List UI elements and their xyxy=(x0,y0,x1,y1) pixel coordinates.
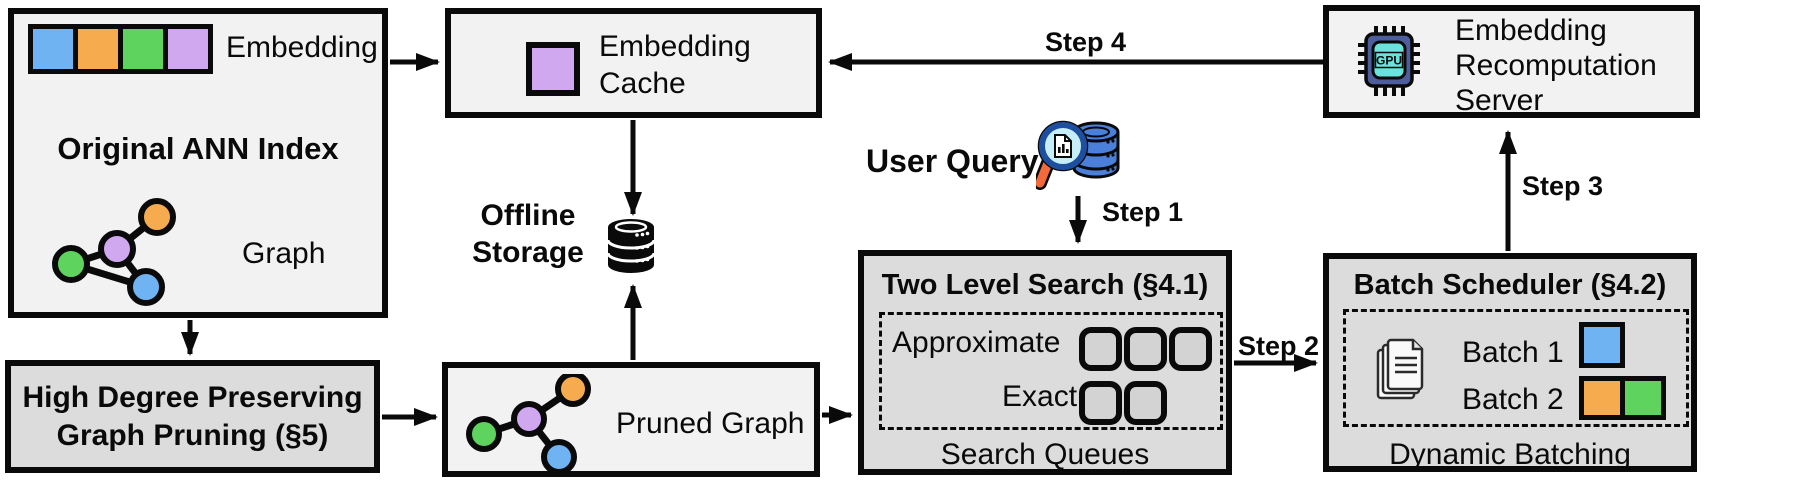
queue-slot xyxy=(1169,327,1212,371)
search-queues-panel: Approximate Exact xyxy=(879,312,1223,430)
two-level-search-box: Two Level Search (§4.1) Approximate Exac… xyxy=(858,250,1232,475)
dynamic-batching-panel: Batch 1 Batch 2 xyxy=(1343,309,1689,427)
magnifier-document-database-icon xyxy=(1036,120,1120,190)
batch2-chips xyxy=(1579,376,1666,420)
embedding-label: Embedding xyxy=(226,31,378,64)
step4-label: Step 4 xyxy=(1045,27,1127,57)
database-icon xyxy=(606,219,656,273)
two-level-search-title: Two Level Search (§4.1) xyxy=(881,269,1209,301)
approximate-label: Approximate xyxy=(892,326,1061,359)
embedding-chip-green xyxy=(118,24,168,74)
graph-label: Graph xyxy=(242,237,326,270)
batch-scheduler-title: Batch Scheduler (§4.2) xyxy=(1353,269,1667,301)
exact-label: Exact xyxy=(1002,380,1078,413)
embedding-cache-box: Embedding Cache xyxy=(445,8,822,118)
gpu-chip-label: GPU xyxy=(1376,54,1402,68)
pruned-graph-label: Pruned Graph xyxy=(616,407,805,440)
embedding-vector-icon xyxy=(28,24,213,74)
original-ann-index-title: Original ANN Index xyxy=(57,131,339,166)
dynamic-batching-caption: Dynamic Batching xyxy=(1389,438,1631,471)
graph-pruning-box: High Degree Preserving Graph Pruning (§5… xyxy=(5,360,380,473)
recomputation-server-label: Embedding Recomputation Server xyxy=(1455,14,1657,117)
gpu-chip-icon: GPU xyxy=(1358,26,1420,96)
queue-slot xyxy=(1124,327,1167,371)
embedding-cache-label: Embedding Cache xyxy=(599,30,751,100)
search-queues-caption: Search Queues xyxy=(940,438,1150,471)
offline-storage-label: Offline Storage xyxy=(472,199,584,269)
embedding-chip-blue xyxy=(28,24,78,74)
pruned-graph-box: Pruned Graph xyxy=(442,362,820,477)
graph-pruning-label: High Degree Preserving Graph Pruning (§5… xyxy=(22,381,363,452)
original-ann-index-box: Embedding Original ANN Index Graph xyxy=(8,8,388,318)
batch2-chip-green xyxy=(1620,381,1661,415)
user-query-label: User Query xyxy=(866,143,1039,179)
approximate-queue-slots xyxy=(1079,327,1212,371)
queue-slot xyxy=(1124,381,1167,425)
step2-label: Step 2 xyxy=(1238,331,1320,361)
embedding-chip-icon xyxy=(526,42,580,96)
documents-stack-icon xyxy=(1376,338,1424,400)
queue-slot xyxy=(1079,327,1122,371)
graph-nodes-icon xyxy=(52,198,176,306)
graph-nodes-icon xyxy=(466,374,591,474)
batch1-chip-blue xyxy=(1579,322,1625,368)
step3-label: Step 3 xyxy=(1522,171,1604,201)
batch-scheduler-box: Batch Scheduler (§4.2) Batch 1 Batch 2 xyxy=(1323,253,1697,472)
embedding-chip-purple xyxy=(163,24,213,74)
embedding-chip-orange xyxy=(73,24,123,74)
queue-slot xyxy=(1079,381,1122,425)
batch2-label: Batch 2 xyxy=(1462,383,1564,416)
batch1-label: Batch 1 xyxy=(1462,336,1564,369)
exact-queue-slots xyxy=(1079,381,1167,425)
recomputation-server-box: GPU Embedding Recomputation Server xyxy=(1323,5,1700,118)
batch2-chip-orange xyxy=(1584,381,1620,415)
step1-label: Step 1 xyxy=(1102,197,1184,227)
